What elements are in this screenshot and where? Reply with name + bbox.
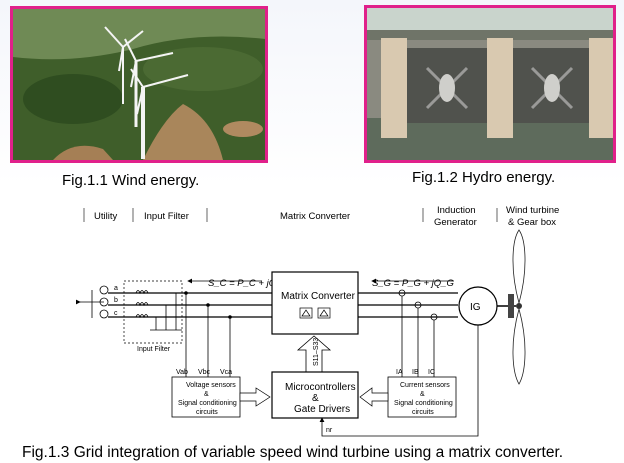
section-headers: Utility Input Filter Matrix Converter In… — [83, 205, 559, 228]
current-label-a: IA — [396, 369, 403, 376]
microcontroller-line-3: Gate Drivers — [294, 404, 350, 415]
microcontroller-line-2: & — [312, 393, 319, 404]
current-label-b: IB — [412, 369, 419, 376]
input-filter-box — [123, 280, 183, 344]
grid-power-eq: S_C = P_C + jQ_C — [208, 278, 288, 289]
microcontroller-block — [271, 371, 359, 419]
current-sensor-line-4: circuits — [412, 409, 434, 416]
current-sensor-line-1: Current sensors — [400, 382, 450, 389]
section-gear-box: & Gear box — [508, 217, 556, 228]
microcontroller-line-1: Microcontrollers — [285, 382, 356, 393]
current-sensor-line-2: & — [420, 391, 425, 398]
section-generator: Generator — [434, 217, 477, 228]
voltage-label-ca: Vca — [220, 369, 232, 376]
phase-c: c — [114, 310, 118, 317]
voltage-sensor-line-1: Voltage sensors — [186, 382, 236, 389]
voltage-sensor-line-4: circuits — [196, 409, 218, 416]
switch-signals: S11–S33 — [313, 338, 320, 366]
phase-a: a — [114, 285, 118, 292]
gen-power-eq: S_G = P_G + jQ_G — [372, 278, 454, 289]
hydro-energy-photo — [364, 5, 616, 163]
matrix-converter-block — [271, 271, 359, 335]
speed-signal: nr — [326, 427, 333, 434]
section-utility: Utility — [94, 211, 117, 222]
voltage-label-bc: Vbc — [198, 369, 211, 376]
caption-wind: Fig.1.1 Wind energy. — [62, 172, 200, 189]
generator-label: IG — [470, 302, 481, 313]
matrix-converter-label: Matrix Converter — [281, 291, 356, 302]
voltage-sensor-block — [171, 376, 241, 418]
phase-b: b — [114, 297, 118, 304]
current-sensor-line-3: Signal conditioning — [394, 400, 453, 407]
input-filter-label: Input Filter — [137, 346, 171, 353]
gear-box — [508, 294, 514, 318]
section-matrix-converter: Matrix Converter — [280, 211, 350, 222]
voltage-label-ab: Vab — [176, 369, 188, 376]
turbine-blades — [512, 229, 526, 385]
section-induction: Induction — [437, 205, 476, 216]
caption-hydro: Fig.1.2 Hydro energy. — [412, 169, 556, 186]
section-input-filter: Input Filter — [144, 211, 189, 222]
section-wind-turbine: Wind turbine — [506, 205, 559, 216]
grid-integration-diagram: Utility Input Filter Matrix Converter In… — [76, 205, 559, 437]
voltage-sensor-line-3: Signal conditioning — [178, 400, 237, 407]
caption-grid-integration: Fig.1.3 Grid integration of variable spe… — [22, 444, 564, 461]
wind-energy-photo — [10, 6, 268, 163]
voltage-sensor-line-2: & — [204, 391, 209, 398]
current-label-c: IC — [428, 369, 435, 376]
